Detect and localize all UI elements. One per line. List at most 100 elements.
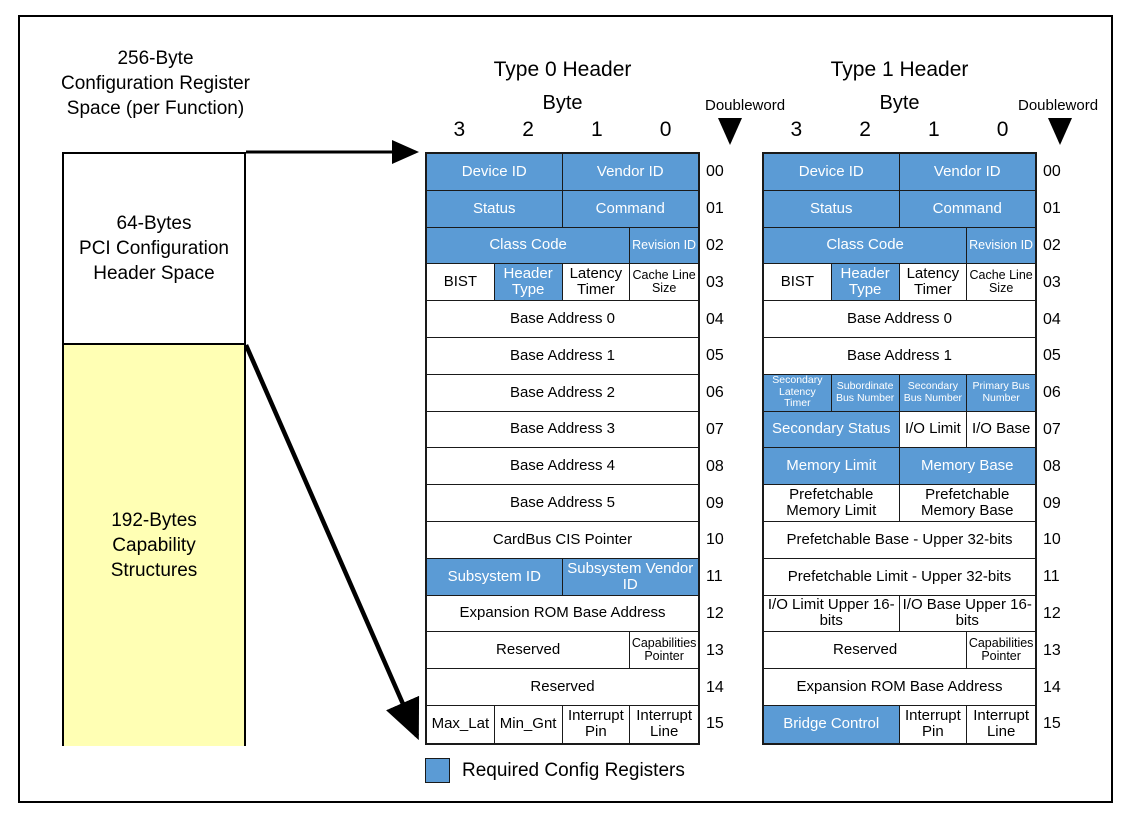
register-cell: Interrupt Line	[630, 705, 698, 743]
register-cell: CardBus CIS Pointer	[427, 521, 698, 558]
register-cell: Prefetchable Memory Base	[899, 485, 1035, 521]
register-cell: Subsystem ID	[427, 558, 563, 595]
register-cell: I/O Limit	[899, 411, 968, 448]
register-cell: Secondary Latency Timer	[764, 374, 832, 411]
register-cell: Secondary Status	[764, 411, 900, 448]
register-cell: Memory Base	[899, 448, 1035, 485]
register-cell: Command	[899, 190, 1035, 227]
doubleword-index: 15	[706, 715, 724, 733]
table-row: Base Address 0	[764, 301, 1035, 338]
register-cell: Class Code	[764, 227, 968, 264]
register-cell: Base Address 0	[764, 301, 1035, 337]
table-row: Base Address 0	[427, 301, 698, 338]
doubleword-index: 05	[706, 347, 724, 365]
register-cell: Base Address 1	[427, 337, 698, 374]
register-cell: Device ID	[427, 154, 563, 190]
config-space-box: 64-Bytes PCI Configuration Header Space …	[62, 152, 246, 746]
table-row: Base Address 5	[427, 485, 698, 522]
register-cell: Command	[562, 190, 698, 227]
table-row: Reserved	[427, 669, 698, 706]
register-cell: Prefetchable Limit - Upper 32-bits	[764, 558, 1035, 595]
doubleword-index: 14	[706, 678, 724, 696]
table-row: Base Address 2	[427, 374, 698, 412]
register-cell: I/O Base	[967, 411, 1035, 448]
doubleword-index: 08	[706, 457, 724, 475]
register-cell: Base Address 2	[427, 374, 698, 411]
type1-byte-label: Byte	[879, 92, 920, 114]
doubleword-index: 12	[1043, 604, 1061, 622]
doubleword-index: 11	[1043, 568, 1060, 586]
capability-line-1: 192-Bytes	[111, 510, 197, 531]
register-cell: Latency Timer	[899, 264, 968, 301]
register-cell: Status	[427, 190, 563, 227]
register-cell: Reserved	[427, 632, 631, 669]
config-space-caption: 256-Byte Configuration Register Space (p…	[38, 46, 273, 121]
register-cell: Min_Gnt	[494, 705, 563, 743]
register-cell: Reserved	[764, 632, 968, 669]
type1-byte-number-1: 1	[928, 118, 940, 141]
config-space-caption-line-2: Configuration Register	[60, 73, 251, 94]
type1-byte-number-2: 2	[859, 118, 871, 141]
type0-byte-number-3: 3	[453, 118, 466, 141]
doubleword-index: 10	[706, 531, 724, 549]
table-row: Expansion ROM Base Address	[764, 669, 1035, 706]
register-cell: Primary Bus Number	[967, 374, 1035, 411]
register-cell: Bridge Control	[764, 705, 900, 743]
capability-line-2: Capability	[112, 535, 196, 556]
table-row: Base Address 1	[764, 337, 1035, 375]
type0-byte-number-0: 0	[659, 118, 672, 141]
doubleword-index: 03	[706, 273, 724, 291]
legend-label-required: Required Config Registers	[462, 759, 685, 781]
register-cell: Base Address 5	[427, 485, 698, 521]
doubleword-index: 00	[706, 163, 724, 181]
register-cell: Interrupt Pin	[562, 705, 631, 743]
register-cell: Prefetchable Base - Upper 32-bits	[764, 521, 1035, 558]
register-cell: Device ID	[764, 154, 900, 190]
register-cell: Secondary Bus Number	[899, 374, 968, 411]
doubleword-index: 01	[706, 200, 724, 218]
header-space-line-1: 64-Bytes	[116, 213, 192, 234]
type0-byte-numbers: 3 2 1 0	[425, 118, 700, 142]
doubleword-index: 09	[1043, 494, 1061, 512]
register-cell: Revision ID	[630, 227, 698, 264]
header-space-line-2: PCI Configuration	[79, 238, 229, 259]
doubleword-index: 14	[1043, 678, 1061, 696]
register-cell: Class Code	[427, 227, 631, 264]
doubleword-index: 13	[706, 641, 724, 659]
doubleword-index: 13	[1043, 641, 1061, 659]
register-cell: Status	[764, 190, 900, 227]
doubleword-index: 09	[706, 494, 724, 512]
table-row: CardBus CIS Pointer	[427, 521, 698, 559]
register-cell: Header Type	[831, 264, 900, 301]
register-cell: Vendor ID	[562, 154, 698, 190]
register-cell: I/O Limit Upper 16-bits	[764, 595, 900, 632]
doubleword-index: 07	[1043, 420, 1061, 438]
register-cell: BIST	[427, 264, 495, 301]
register-cell: Expansion ROM Base Address	[427, 595, 698, 632]
type1-doubleword-label: Doubleword	[1018, 97, 1099, 114]
doubleword-index: 02	[1043, 236, 1061, 254]
register-cell: Interrupt Line	[967, 705, 1035, 743]
register-cell: Capabilities Pointer	[630, 632, 698, 669]
table-row: Base Address 4	[427, 448, 698, 486]
diagram-border	[18, 15, 1113, 803]
header-space-line-3: Header Space	[93, 263, 215, 284]
register-cell: Prefetchable Memory Limit	[764, 485, 900, 521]
